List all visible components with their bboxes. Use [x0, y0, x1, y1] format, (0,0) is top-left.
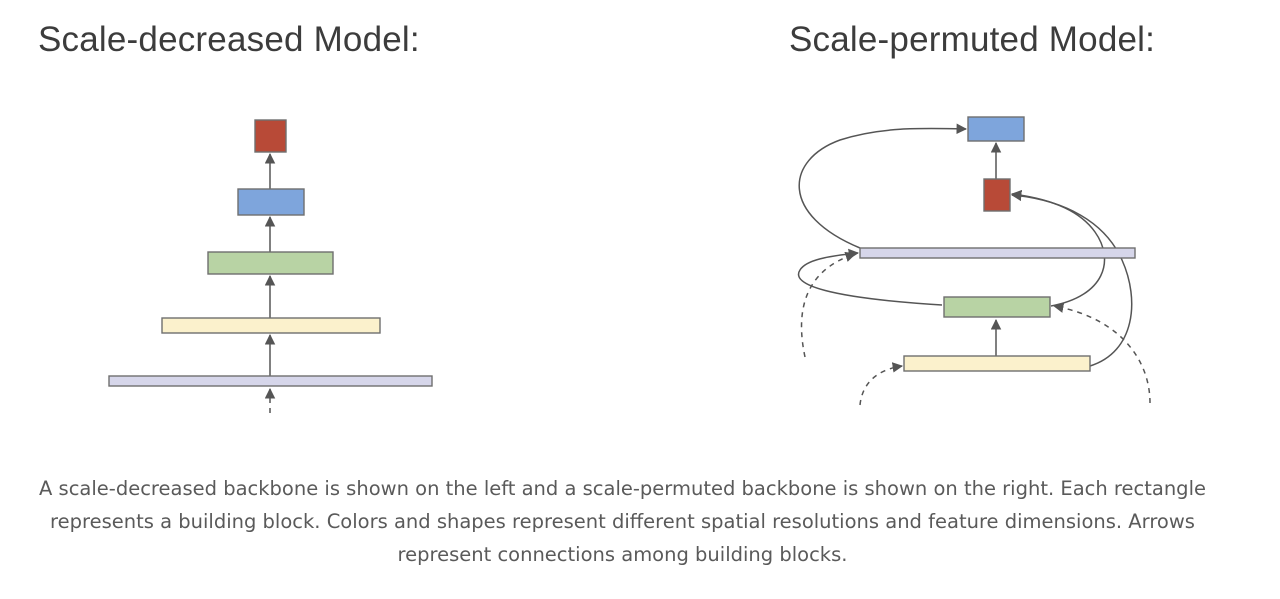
block-yellow-right	[903, 355, 1091, 372]
figure-caption: A scale-decreased backbone is shown on t…	[39, 477, 1206, 566]
backbone-diagrams	[108, 116, 1151, 413]
block-green-left	[207, 251, 334, 275]
edge-yellow-to-red	[1010, 190, 1133, 367]
left-diagram-title: Scale-decreased Model:	[38, 20, 420, 59]
edge-green-to-lavender	[797, 248, 943, 306]
block-lavender-right	[859, 247, 1136, 259]
scale-permuted-diagram	[797, 116, 1151, 406]
block-red-left	[254, 119, 287, 153]
block-blue-right	[967, 116, 1025, 142]
block-yellow-left	[161, 317, 381, 334]
input-edge-dashed-outer-left	[800, 251, 856, 358]
block-green-right	[943, 296, 1051, 318]
edge-lavender-to-blue	[798, 123, 968, 249]
scale-decreased-diagram	[108, 119, 433, 413]
block-lavender-left	[108, 375, 433, 387]
input-edge-dashed-right	[1052, 302, 1151, 404]
block-red-right	[983, 178, 1011, 212]
block-blue-left	[237, 188, 305, 216]
input-edge-dashed-bottom-left	[859, 362, 904, 406]
right-diagram-title: Scale-permuted Model:	[789, 20, 1156, 59]
